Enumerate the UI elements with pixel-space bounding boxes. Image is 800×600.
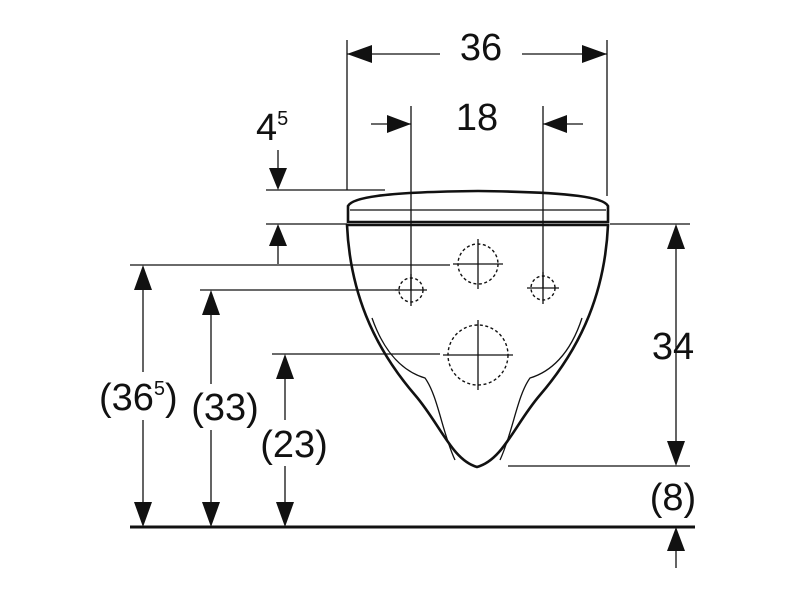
dim-seat-thickness: 45 xyxy=(256,107,385,264)
dim-overall-width: 36 xyxy=(346,27,608,196)
dim-bowl-height: 34 xyxy=(508,223,694,467)
dim-bolt-spacing: 18 xyxy=(371,97,583,290)
seat-lid xyxy=(346,189,610,224)
label-outlet-height: (23) xyxy=(260,424,328,466)
dim-outlet-height: (23) xyxy=(256,353,440,527)
label-overall-width: 36 xyxy=(460,27,502,69)
label-bowl-height: 34 xyxy=(652,326,694,368)
dim-upper-bolt-height: (365) xyxy=(98,264,450,527)
flush-inlet-hole xyxy=(453,239,503,289)
label-bolt-spacing: 18 xyxy=(456,97,498,139)
bowl-right-contour xyxy=(499,317,583,461)
label-seat-thickness: 45 xyxy=(256,107,288,149)
dim-bolt-height: (33) xyxy=(188,289,400,527)
label-upper-bolt-height: (365) xyxy=(99,377,178,419)
dim-floor-clearance: (8) xyxy=(650,477,696,568)
label-bolt-height: (33) xyxy=(191,387,259,429)
waste-outlet-hole xyxy=(443,320,513,390)
label-floor-clearance: (8) xyxy=(650,477,696,519)
bowl-left-contour xyxy=(371,317,456,461)
